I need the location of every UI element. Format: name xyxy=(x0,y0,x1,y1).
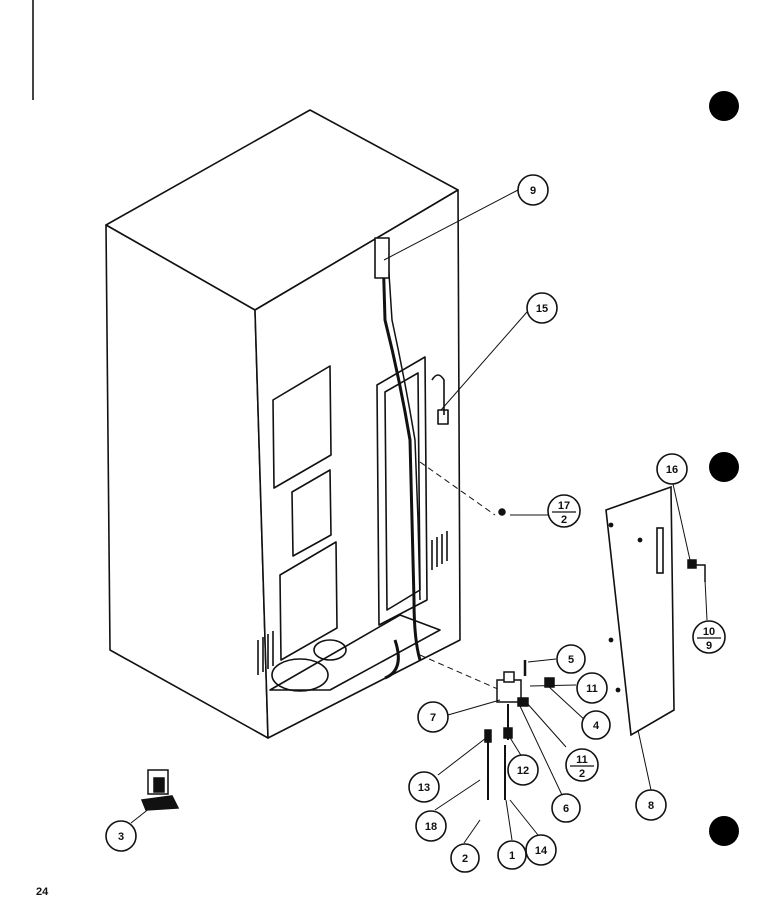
callout-2: 2 xyxy=(450,843,480,873)
callout-13: 13 xyxy=(408,771,440,803)
callout-5: 5 xyxy=(556,644,586,674)
water-valve-assembly xyxy=(484,508,706,800)
water-valve-mount xyxy=(374,237,390,279)
binder-hole-3 xyxy=(709,816,739,846)
water-tube xyxy=(381,251,422,661)
callout-11: 11 xyxy=(576,672,608,704)
svg-text:16: 16 xyxy=(666,464,678,476)
callout-11-over-2: 11 2 xyxy=(565,748,599,782)
svg-text:8: 8 xyxy=(648,800,654,812)
svg-text:5: 5 xyxy=(568,654,574,666)
svg-text:9: 9 xyxy=(706,640,712,652)
svg-text:2: 2 xyxy=(579,768,585,780)
callout-16: 16 xyxy=(656,453,688,485)
back-label-lower xyxy=(279,541,338,661)
svg-text:4: 4 xyxy=(593,720,600,732)
drain-fitting xyxy=(437,409,449,425)
water-line-hook xyxy=(431,374,445,415)
svg-text:18: 18 xyxy=(425,821,437,833)
callout-15: 15 xyxy=(526,292,558,324)
drain-tube xyxy=(384,639,400,680)
svg-text:17: 17 xyxy=(558,500,570,512)
callout-10-over-9: 10 9 xyxy=(692,620,726,654)
water-tube-2 xyxy=(387,257,421,601)
callout-8: 8 xyxy=(635,789,667,821)
callout-6: 6 xyxy=(551,793,581,823)
svg-text:1: 1 xyxy=(509,850,515,862)
back-vents xyxy=(431,531,448,570)
page-number: 24 xyxy=(36,886,49,898)
compressor-dome xyxy=(313,639,347,661)
svg-text:11: 11 xyxy=(586,683,598,695)
part-3-valve xyxy=(140,769,180,811)
back-label-middle xyxy=(291,469,332,557)
svg-text:7: 7 xyxy=(430,712,436,724)
svg-text:2: 2 xyxy=(561,514,567,526)
svg-text:12: 12 xyxy=(517,765,529,777)
callout-17-over-2: 17 2 xyxy=(547,494,581,528)
svg-text:11: 11 xyxy=(576,754,588,766)
condenser-coil xyxy=(376,356,428,626)
rear-access-panel xyxy=(605,485,675,737)
callout-3: 3 xyxy=(105,820,137,852)
binder-hole-2 xyxy=(709,452,739,482)
side-vents xyxy=(257,631,274,675)
cabinet-back xyxy=(254,189,461,739)
panel-slot xyxy=(656,527,664,574)
callout-14: 14 xyxy=(525,834,557,866)
binder-hole-1 xyxy=(709,91,739,121)
svg-text:3: 3 xyxy=(118,831,124,843)
svg-text:13: 13 xyxy=(418,782,430,794)
leader-lines xyxy=(419,461,501,691)
back-label-upper xyxy=(272,365,332,489)
callout-9: 9 xyxy=(517,174,549,206)
callout-leaders xyxy=(130,189,708,844)
svg-text:14: 14 xyxy=(535,845,548,857)
callout-18: 18 xyxy=(415,810,447,842)
callout-7: 7 xyxy=(417,701,449,733)
compressor xyxy=(271,658,329,692)
svg-text:15: 15 xyxy=(536,303,548,315)
svg-text:2: 2 xyxy=(462,853,468,865)
svg-text:9: 9 xyxy=(530,185,536,197)
svg-text:10: 10 xyxy=(703,626,715,638)
svg-text:6: 6 xyxy=(563,803,569,815)
refrigerator-cabinet xyxy=(105,109,461,739)
callout-1: 1 xyxy=(497,840,527,870)
callout-12: 12 xyxy=(507,754,539,786)
callout-4: 4 xyxy=(581,710,611,740)
